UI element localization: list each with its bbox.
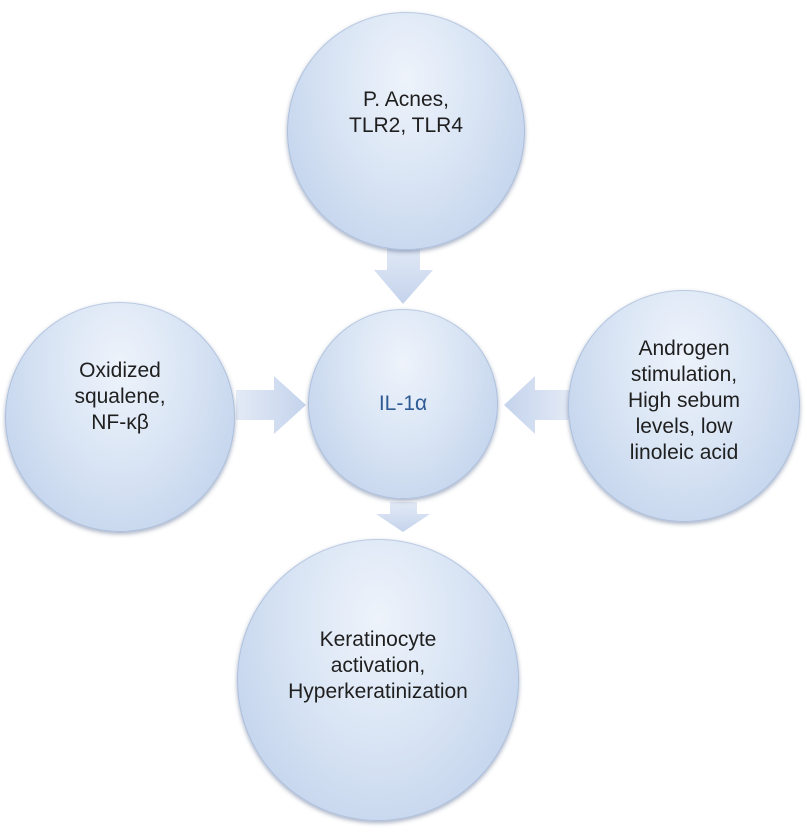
node-oxidized-squalene: Oxidized squalene, NF-κβ [5, 302, 235, 532]
arrow-top-to-center [374, 243, 433, 304]
node-androgen-stimulation: Androgen stimulation, High sebum levels,… [568, 290, 800, 522]
node-p-acnes-tlr-label: P. Acnes, TLR2, TLR4 [349, 88, 463, 137]
arrow-right-to-center [504, 376, 570, 434]
node-p-acnes-tlr: P. Acnes, TLR2, TLR4 [287, 12, 525, 250]
node-il-1a: IL-1α [308, 309, 498, 499]
node-il-1a-label: IL-1α [378, 392, 428, 415]
arrow-left-to-center [236, 376, 306, 434]
node-androgen-stimulation-label: Androgen stimulation, High sebum levels,… [627, 337, 741, 464]
node-keratinocyte-activation-label: Keratinocyte activation, Hyperkeratiniza… [288, 628, 468, 703]
node-oxidized-squalene-label: Oxidized squalene, NF-κβ [74, 359, 166, 434]
node-keratinocyte-activation: Keratinocyte activation, Hyperkeratiniza… [237, 539, 519, 821]
arrow-center-to-bottom [376, 502, 430, 532]
